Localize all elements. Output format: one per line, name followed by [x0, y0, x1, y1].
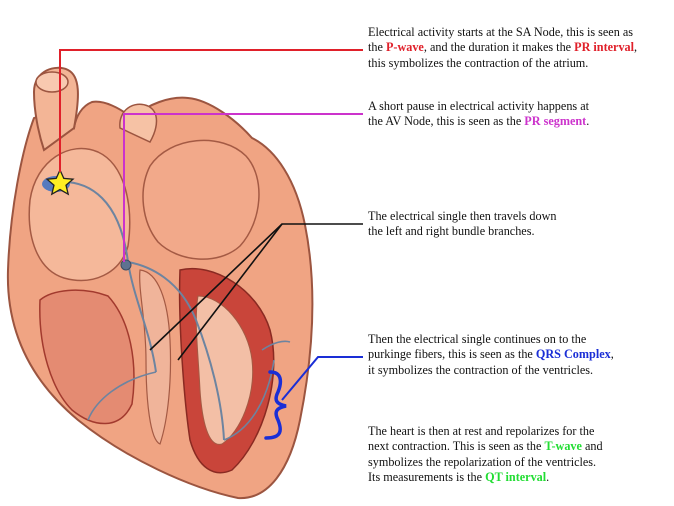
repol-pre: next contraction. This is seen as the — [368, 439, 545, 454]
t-wave-label: T-wave — [544, 439, 582, 454]
purkinje-pre: purkinge fibers, this is seen as the — [368, 347, 536, 362]
qt-interval-label: QT interval — [485, 470, 547, 485]
repol-line-2: next contraction. This is seen as the T-… — [368, 439, 668, 454]
qrs-complex-label: QRS Complex — [535, 347, 611, 362]
repol-line-4: Its measurements is the QT interval. — [368, 470, 668, 485]
purkinje-line-3: it symbolizes the contraction of the ven… — [368, 362, 594, 377]
p-wave-label: P-wave — [385, 40, 424, 55]
bundle-annotation: The electrical single then travels down … — [368, 209, 668, 240]
sa-mid: , and the duration it makes the — [423, 40, 575, 55]
av-post: . — [586, 114, 590, 129]
right-ventricle-wall — [39, 289, 135, 425]
purkinje-line-2: purkinge fibers, this is seen as the QRS… — [368, 347, 668, 362]
sa-pre-p: the — [368, 40, 386, 55]
repolarize-annotation: The heart is then at rest and repolarize… — [368, 424, 668, 486]
qrs-brace — [264, 370, 287, 440]
purkinje-post: , — [610, 347, 614, 362]
av-node-annotation: A short pause in electrical activity hap… — [368, 99, 668, 130]
sa-line-1: Electrical activity starts at the SA Nod… — [368, 25, 634, 39]
repol-pre-qt: Its measurements is the — [368, 470, 486, 485]
sa-node-annotation: Electrical activity starts at the SA Nod… — [368, 25, 668, 71]
repol-post: and — [581, 439, 603, 454]
av-pre: the AV Node, this is seen as the — [368, 114, 525, 129]
sa-line-3: this symbolizes the contraction of the a… — [368, 55, 589, 70]
sa-node-leader — [59, 49, 363, 172]
aorta-opening — [35, 71, 69, 93]
av-node — [120, 259, 132, 271]
star-icon — [45, 168, 75, 196]
av-line-2: the AV Node, this is seen as the PR segm… — [368, 114, 668, 129]
bundle-line-1: The electrical single then travels down — [368, 209, 557, 223]
left-ventricle-cavity — [195, 295, 254, 445]
sa-post: , — [634, 40, 638, 55]
bundle-line-2: the left and right bundle branches. — [368, 224, 535, 239]
sa-line-2: the P-wave, and the duration it makes th… — [368, 40, 668, 55]
repol-line-3: symbolizes the repolarization of the ven… — [368, 454, 597, 469]
bundle-leader-2 — [177, 223, 283, 361]
purkinje-line-1: Then the electrical single continues on … — [368, 332, 587, 346]
pr-segment-label: PR segment — [524, 114, 587, 129]
left-atrium — [142, 139, 260, 260]
repol-post-qt: . — [546, 470, 550, 485]
pr-interval-label: PR interval — [574, 40, 635, 55]
repol-line-1: The heart is then at rest and repolarize… — [368, 424, 595, 438]
av-line-1: A short pause in electrical activity hap… — [368, 99, 589, 113]
septum — [139, 269, 172, 445]
purkinje-annotation: Then the electrical single continues on … — [368, 332, 668, 378]
av-node-leader — [123, 113, 363, 262]
qrs-leader — [281, 356, 363, 401]
